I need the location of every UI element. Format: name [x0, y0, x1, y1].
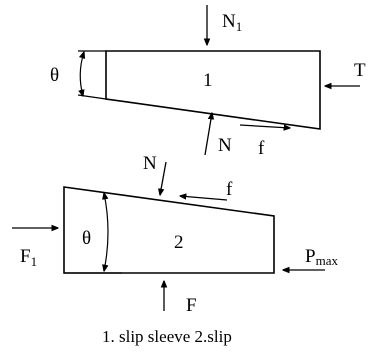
- theta-top-arc: [80, 52, 84, 96]
- f-label: F: [186, 295, 197, 316]
- figure-caption: 1. slip sleeve 2.slip: [102, 327, 232, 346]
- theta-top-incline-ext: [77, 94, 107, 100]
- block-1-outline: [105, 50, 321, 130]
- pmax-label: Pmax: [305, 246, 338, 268]
- theta-bottom-arc: [104, 193, 108, 271]
- f1-label: F1: [20, 246, 37, 269]
- block-2-outline: [63, 186, 275, 274]
- n-top-label: N: [218, 135, 232, 156]
- block-2-label: 2: [174, 232, 184, 253]
- n-bottom-arrow: [160, 161, 167, 195]
- f-bottom-arrow: [180, 196, 228, 201]
- t-label: T: [354, 60, 366, 81]
- theta-top-label: θ: [50, 65, 59, 86]
- block-1-label: 1: [203, 70, 213, 91]
- f-bottom-label: f: [226, 179, 233, 200]
- n-bottom-label: N: [143, 153, 157, 174]
- theta-bottom-label: θ: [82, 228, 91, 249]
- f-top-arrow: [239, 125, 290, 128]
- n1-label: N1: [222, 11, 242, 34]
- n-top-arrow: [204, 113, 212, 156]
- f-top-label: f: [258, 138, 265, 159]
